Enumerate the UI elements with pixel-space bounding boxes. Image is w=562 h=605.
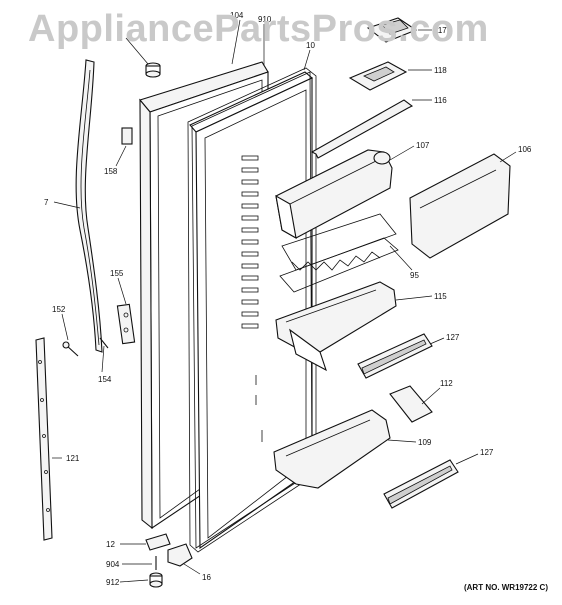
callout-109: 109 — [418, 438, 432, 447]
bin-cover — [409, 153, 511, 259]
deflector — [389, 385, 433, 423]
hinge-bushing — [145, 62, 161, 78]
callout-155: 155 — [110, 269, 124, 278]
callout-112: 112 — [440, 379, 453, 388]
callout-116: 116 — [434, 96, 447, 105]
trim-strip-upper — [357, 333, 433, 379]
screw-154 — [99, 337, 109, 349]
callout-158: 158 — [104, 167, 118, 176]
callout-10: 10 — [306, 41, 315, 50]
callout-127-lower: 127 — [480, 448, 494, 457]
art-number: (ART NO. WR19722 C) — [463, 583, 548, 592]
callout-117: 117 — [434, 26, 447, 35]
callout-152: 152 — [52, 305, 66, 314]
bushing-912 — [149, 572, 163, 588]
hinge-cover-16 — [167, 543, 193, 567]
callout-118: 118 — [434, 66, 447, 75]
door-bin-lower — [273, 409, 391, 489]
callout-95: 95 — [410, 271, 419, 280]
screw-152 — [62, 341, 79, 357]
callout-12: 12 — [106, 540, 115, 549]
hinge-12 — [145, 533, 171, 551]
callout-912: 912 — [106, 578, 120, 587]
dairy-cover — [366, 17, 418, 43]
door-handle — [75, 59, 103, 353]
clip-158 — [121, 127, 133, 145]
callout-107: 107 — [416, 141, 430, 150]
callout-labels: 104 910 10 117 118 116 107 106 7 158 95 … — [44, 11, 532, 587]
wire-shelf — [279, 213, 399, 293]
callout-16: 16 — [202, 573, 211, 582]
trim-strip-lower — [383, 459, 459, 509]
shelf-supports — [241, 155, 259, 329]
callout-154: 154 — [98, 375, 112, 384]
leader-lines — [52, 19, 517, 583]
door-bin-upper — [275, 281, 397, 372]
callout-106: 106 — [518, 145, 532, 154]
trim-rail — [310, 99, 414, 159]
callout-104: 104 — [230, 11, 244, 20]
callout-904: 904 — [106, 560, 120, 569]
dairy-bin — [275, 149, 393, 240]
callout-910: 910 — [258, 15, 272, 24]
callout-127-upper: 127 — [446, 333, 460, 342]
trim-strip — [35, 337, 53, 541]
callout-115: 115 — [434, 292, 447, 301]
dairy-door — [348, 61, 408, 91]
callout-121: 121 — [66, 454, 80, 463]
hinge-plate-155 — [116, 303, 136, 345]
watermark: AppliancePartsPros.com — [28, 8, 489, 50]
callout-7: 7 — [44, 198, 49, 207]
